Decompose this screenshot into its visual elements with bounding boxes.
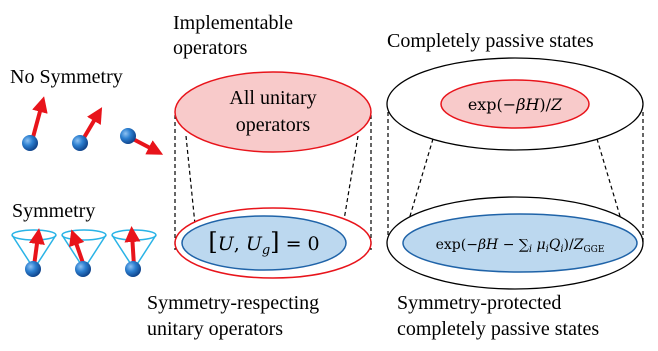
symmetry-label: Symmetry <box>12 200 95 222</box>
gibbs-expression: exp(−βH)/Z <box>468 95 563 114</box>
spin-3 <box>120 128 164 155</box>
gge-expression: exp(−βH − ∑i μiQi)/ZGGE <box>436 237 605 255</box>
symmetry-respecting-caption-line2: unitary operators <box>147 318 283 340</box>
all-unitary-line1: All unitary <box>229 87 316 109</box>
gge-ellipse <box>402 213 638 273</box>
spin-2 <box>72 107 103 151</box>
cone-spin-3 <box>111 226 157 277</box>
all-unitary-line2: operators <box>236 114 311 136</box>
symmetry-respecting-caption-line1: Symmetry-respecting <box>147 292 319 314</box>
no-symmetry-label: No Symmetry <box>10 66 123 88</box>
cone-spin-1 <box>11 228 57 277</box>
completely-passive-title: Completely passive states <box>387 30 594 52</box>
commutator-expression: [U, Ug] = 0 <box>208 228 319 258</box>
spin-1 <box>22 96 48 151</box>
gibbs-ellipse <box>440 79 590 129</box>
symmetry-respecting-inner-ellipse <box>181 215 347 271</box>
protected-caption-line1: Symmetry-protected <box>397 292 561 314</box>
all-unitary-ellipse <box>174 71 372 153</box>
protected-caption-line2: completely passive states <box>397 318 599 340</box>
cone-spin-2 <box>61 229 107 277</box>
implementable-title-line1: Implementable <box>173 12 293 34</box>
implementable-title-line2: operators <box>173 37 248 59</box>
